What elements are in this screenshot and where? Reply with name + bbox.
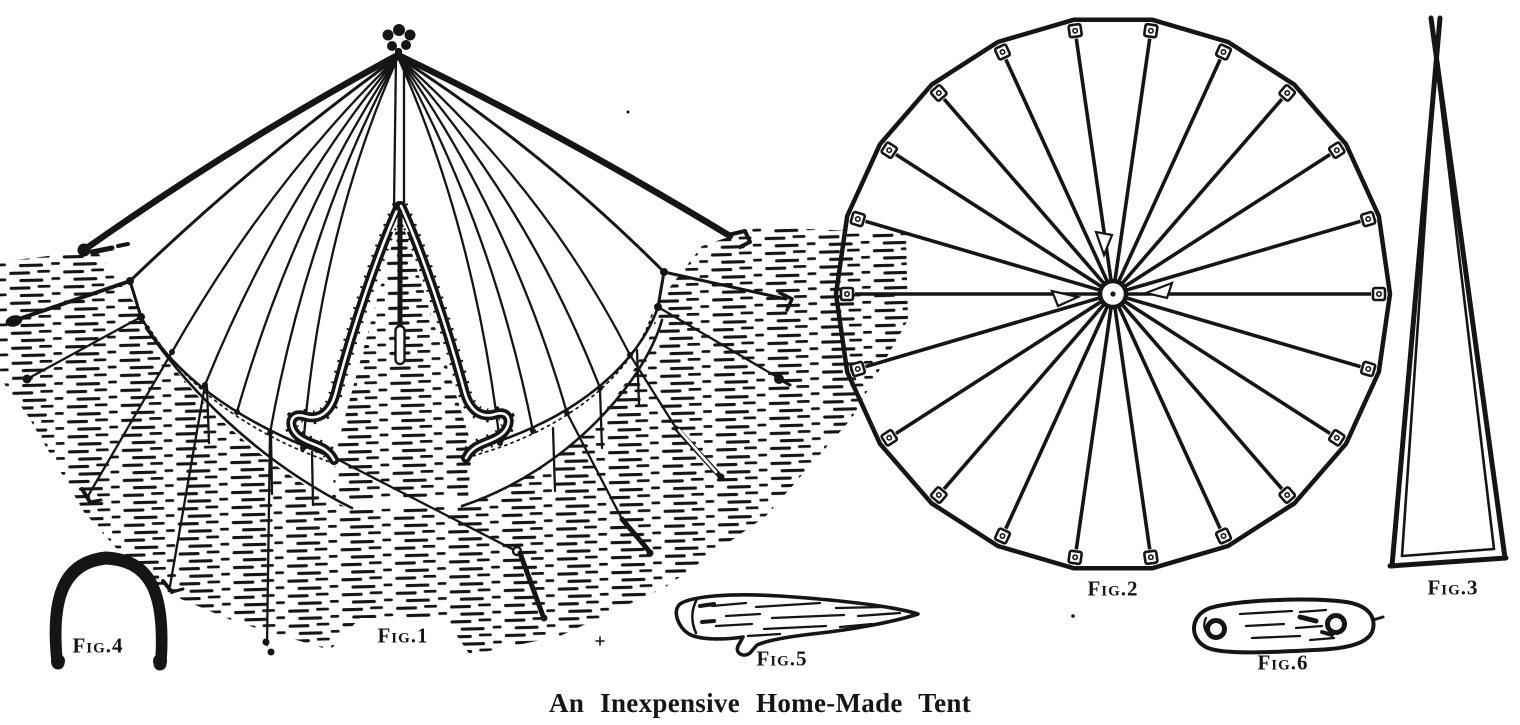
edge-grommet: [1359, 210, 1377, 228]
seam-spoke: [1120, 303, 1284, 491]
grommet-hole: [854, 216, 861, 223]
grommet-hole: [1376, 290, 1383, 297]
edge-grommet: [1359, 360, 1377, 378]
edge-grommet: [929, 84, 948, 102]
edge-grommet: [1327, 141, 1346, 160]
seam-spoke: [1117, 58, 1222, 283]
fig4-label: Fig.4: [72, 633, 124, 658]
seam-spoke: [1125, 219, 1362, 292]
seam-spoke: [1117, 305, 1222, 530]
edge-grommet: [1143, 549, 1159, 566]
grommet-hole: [854, 365, 861, 372]
seam-spoke: [864, 219, 1101, 292]
seam-spoke: [1004, 58, 1109, 283]
fig4-staple-drawing: [49, 551, 168, 671]
toggle-wood-grain: [1203, 608, 1336, 642]
ground-hatching: [0, 227, 908, 655]
edge-grommet: [880, 428, 899, 447]
grommet-hole: [1147, 27, 1154, 34]
edge-grommet: [1278, 486, 1297, 504]
fig1-tent-drawing: [0, 24, 1075, 656]
fig2-plan-drawing: [833, 17, 1393, 571]
grommet-hole: [1072, 554, 1079, 561]
grommet-hole: [999, 49, 1006, 56]
door-flaps: [284, 201, 516, 465]
seam-spoke: [1113, 307, 1152, 550]
grommet-hole: [999, 532, 1006, 539]
seam-spoke: [1074, 307, 1113, 550]
seam-spoke: [1123, 300, 1332, 435]
edge-grommet: [839, 286, 855, 302]
guy-ropes-and-pegs: [5, 270, 794, 656]
grommet-hole: [1072, 27, 1079, 34]
stray-marks: [595, 110, 1075, 646]
edge-grommet: [993, 43, 1012, 61]
grommet-hole: [1333, 147, 1340, 154]
apex-knot: [382, 24, 416, 60]
fig6-label: Fig.6: [1257, 650, 1309, 675]
seam-spoke: [1004, 305, 1109, 530]
seam-spoke: [1123, 153, 1332, 288]
seam-spoke: [1120, 97, 1284, 285]
fig5-peg-drawing: [674, 593, 920, 657]
edge-grommet: [849, 360, 867, 378]
grommet-hole: [1220, 532, 1227, 539]
edge-grommet: [880, 141, 899, 160]
seam-spoke: [942, 303, 1106, 491]
door-flag-marks: [1050, 230, 1174, 308]
toggle-hole: [1205, 618, 1227, 640]
edge-grommet: [1067, 549, 1083, 566]
edge-grommet: [1327, 428, 1346, 447]
edge-grommet: [1067, 22, 1083, 39]
grommet-hole: [1284, 89, 1291, 96]
seam-spoke: [1113, 38, 1152, 281]
seam-spoke: [894, 153, 1103, 288]
toggle-hole: [1325, 613, 1347, 635]
edge-grommet: [1214, 527, 1233, 545]
tent-pole: [394, 209, 406, 366]
seam-spoke: [864, 296, 1101, 369]
seam-spoke: [942, 97, 1106, 285]
peg-wood-grain: [710, 601, 902, 638]
grommet-hole: [935, 492, 942, 499]
grommet-hole: [1365, 216, 1372, 223]
grommet-hole: [1147, 554, 1154, 561]
edge-grommet: [993, 527, 1012, 545]
fig6-toggle-drawing: [1192, 597, 1385, 655]
grommet-hole: [886, 434, 893, 441]
fig2-label: Fig.2: [1087, 576, 1139, 601]
canopy-seams: [170, 55, 632, 450]
seam-junction-dots: [126, 268, 668, 451]
edge-grommet: [849, 210, 867, 228]
edge-grommet: [1278, 84, 1297, 102]
grommet-hole: [843, 290, 850, 297]
grommet-hole: [1284, 492, 1291, 499]
edge-grommet: [1143, 22, 1159, 39]
canvas-perimeter: [833, 17, 1393, 571]
grommet-hole: [935, 89, 942, 96]
edge-grommet: [1214, 43, 1233, 61]
edge-grommet: [929, 486, 948, 504]
fig2-radial-seams: [833, 17, 1393, 571]
fig5-label: Fig.5: [756, 646, 808, 671]
seam-spoke: [894, 300, 1103, 435]
grommet-hole: [1365, 365, 1372, 372]
grommet-hole: [1333, 434, 1340, 441]
grommet-hole: [886, 147, 893, 154]
edge-grommet: [1371, 286, 1387, 302]
fig1-label: Fig.1: [377, 623, 429, 648]
fig3-label: Fig.3: [1427, 575, 1479, 600]
seam-spoke: [1125, 296, 1362, 369]
grommet-hole: [1220, 49, 1227, 56]
plate-caption: An Inexpensive Home-Made Tent: [549, 688, 971, 718]
fig3-gore-drawing: [1387, 15, 1509, 569]
